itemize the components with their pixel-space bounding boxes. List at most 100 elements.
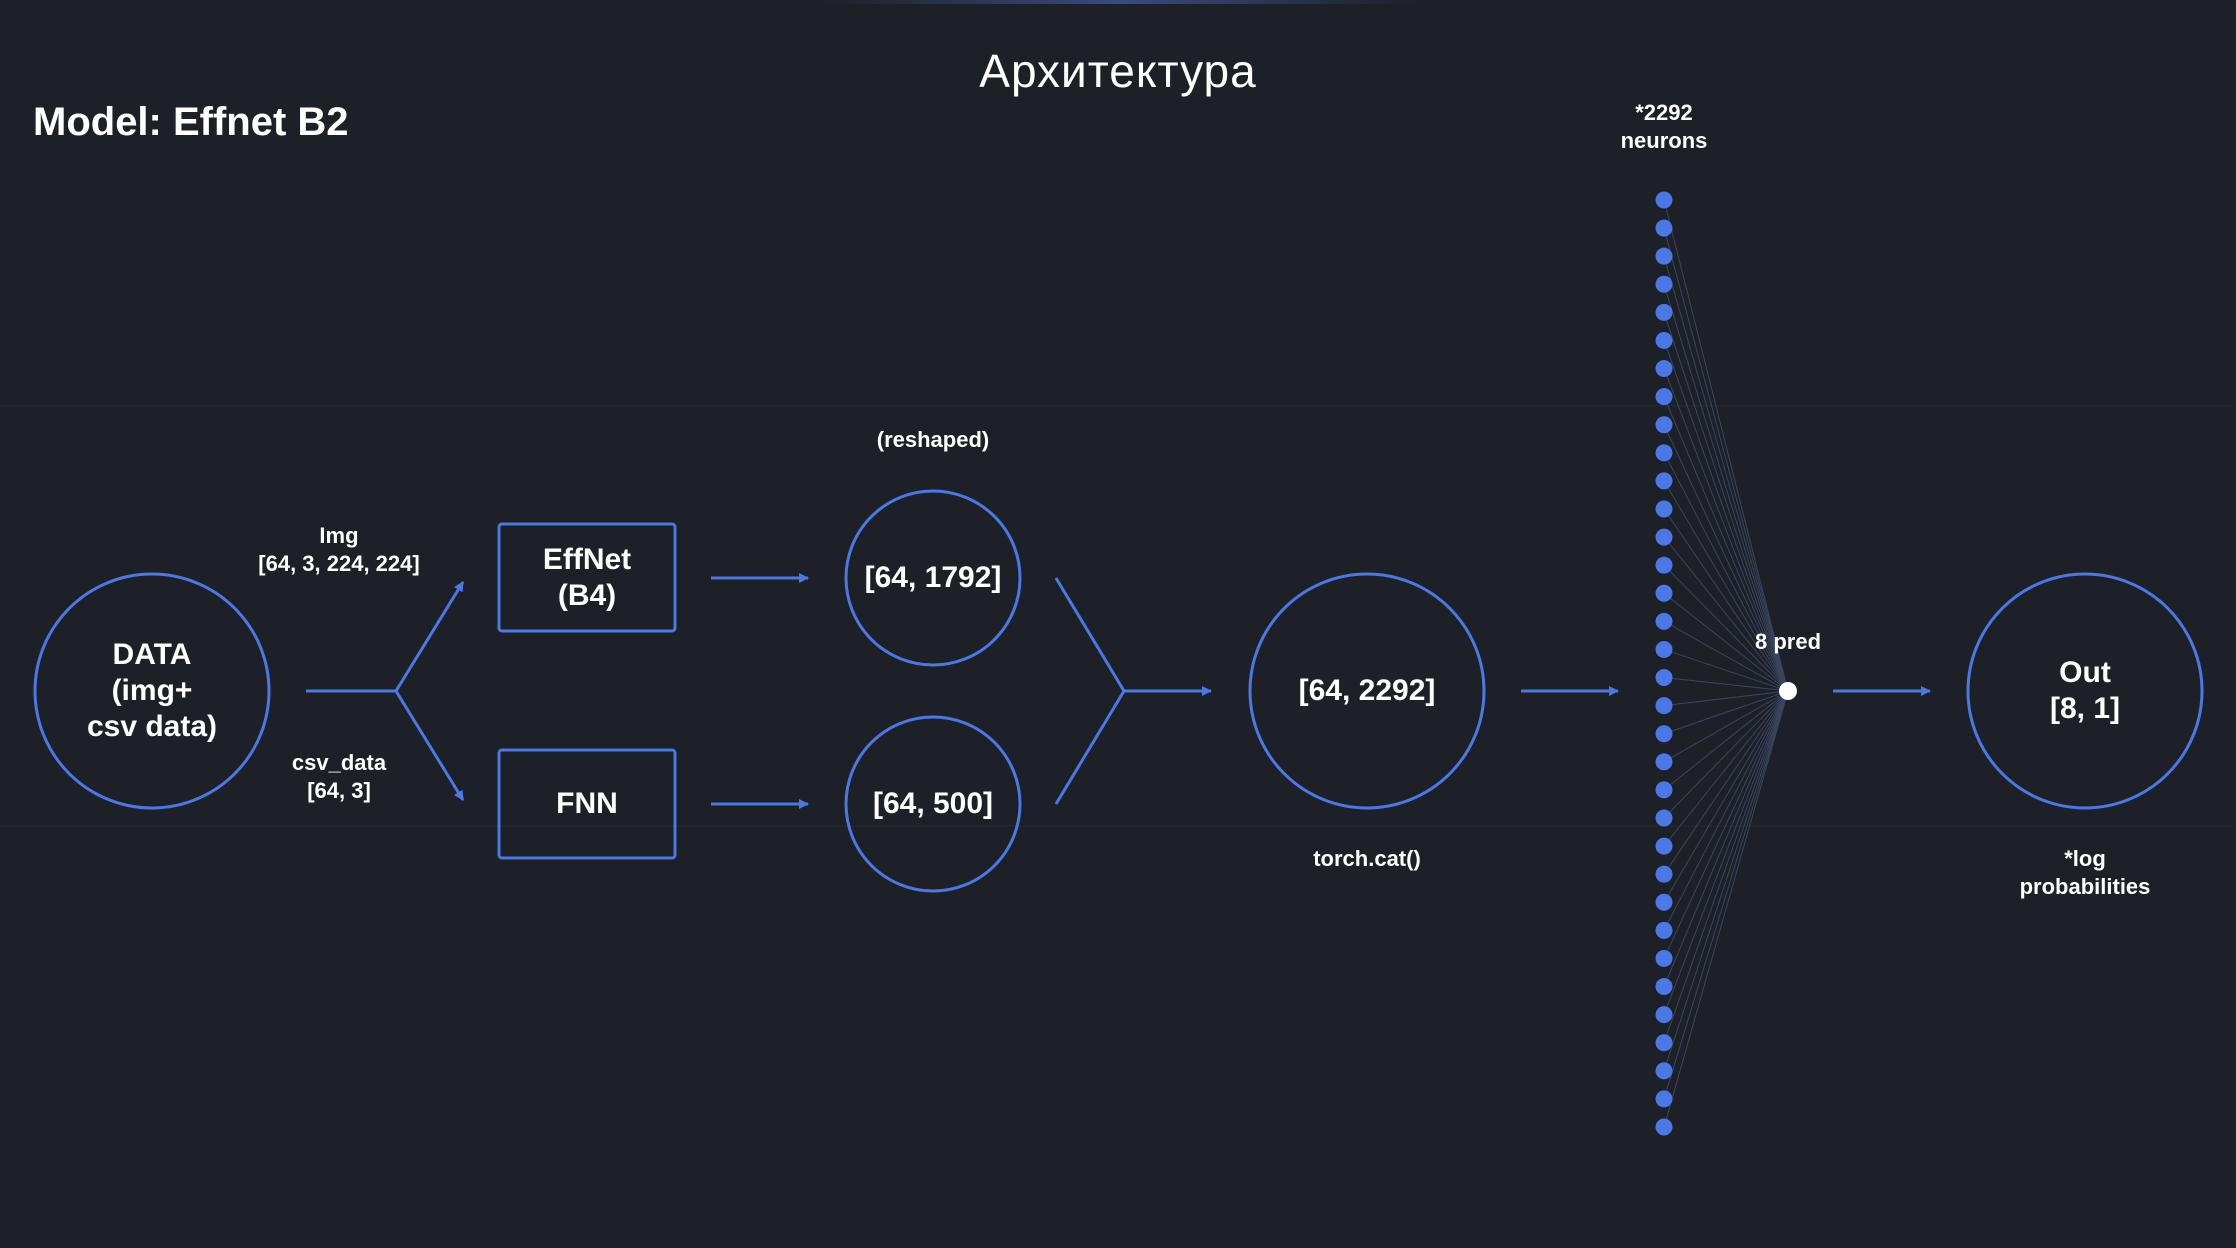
neuron-dot [1655,191,1673,209]
neuron-dot [1655,921,1673,939]
pred-annotation: 8 pred [1754,629,1822,654]
fan-edge [1663,312,1789,692]
neuron-dot [1655,528,1673,546]
out-node-label: Out [8, 1] [2049,656,2121,725]
fan-edge [1663,340,1789,692]
fan-edge [1663,690,1789,959]
neuron-dot [1655,809,1673,827]
merge-line-top [1054,577,1126,692]
csv-branch-arrow [394,690,465,801]
neuron-dot [1655,725,1673,743]
neuron-dot [1655,556,1673,574]
prediction-point [1779,682,1797,700]
fan-edge [1663,452,1789,692]
fan-edge [1663,199,1789,692]
fan-edge [1663,690,1789,987]
top-glow-decoration [820,0,1420,4]
fan-edge [1663,690,1789,1043]
neuron-dot [1655,978,1673,996]
csv-features-node [844,715,1022,893]
neuron-dot [1655,360,1673,378]
neuron-dot [1655,416,1673,434]
fan-edge [1663,690,1789,1128]
fan-edge [1663,227,1789,692]
neuron-dot [1655,893,1673,911]
effnet-label: EffNet (B4) [542,543,632,612]
img-features-label: [64, 1792] [864,561,1002,594]
neuron-dot [1655,949,1673,967]
neuron-dot [1655,247,1673,265]
fan-edge [1663,690,1789,931]
fan-edge [1663,690,1789,735]
merge-line-bottom [1054,690,1126,805]
neuron-dot [1655,1062,1673,1080]
fnn-box [497,748,677,860]
slide-title: Архитектура [979,45,1257,97]
fan-edge [1663,424,1789,692]
data-node [33,572,271,810]
concat-node [1248,572,1486,810]
neuron-dot [1655,640,1673,658]
fnn-label: FNN [556,787,618,820]
fan-edge [1663,396,1789,692]
fan-edge [1663,690,1789,791]
fan-edge [1663,536,1789,692]
model-title: Model: Effnet B2 [33,100,349,144]
fan-edge [1663,677,1789,692]
data-node-label: DATA (img+ csv data) [86,638,218,743]
log-prob-annotation: *log probabilities [2019,846,2151,899]
fully-connected-edges [1663,199,1789,1128]
neuron-dot [1655,1118,1673,1136]
neuron-dot [1655,837,1673,855]
neuron-dot [1655,331,1673,349]
neuron-dot [1655,781,1673,799]
fan-edge [1663,480,1789,692]
fan-edge [1663,690,1789,875]
out-node [1966,572,2204,810]
neuron-dot [1655,444,1673,462]
csv-features-label: [64, 500] [872,787,994,820]
neuron-dot [1655,472,1673,490]
fan-edge [1663,690,1789,1071]
effnet-box [497,522,677,633]
csv-edge-label: csv_data [64, 3] [291,750,387,803]
neuron-dot [1655,612,1673,630]
neuron-dot [1655,303,1673,321]
fan-edge [1663,690,1789,1100]
neuron-dot [1655,753,1673,771]
fan-edge [1663,564,1789,692]
neuron-dot [1655,219,1673,237]
neurons-annotation: *2292 neurons [1620,100,1708,153]
neuron-dot [1655,1034,1673,1052]
fan-edge [1663,690,1789,763]
neuron-dot [1655,1006,1673,1024]
neuron-dot [1655,669,1673,687]
fan-edge [1663,648,1789,692]
img-edge-label: Img [64, 3, 224, 224] [258,523,420,576]
fan-edge [1663,368,1789,692]
fan-edge [1663,284,1789,692]
fan-edge [1663,690,1789,847]
fan-edge [1663,690,1789,707]
img-features-node [844,489,1022,667]
fan-edge [1663,508,1789,692]
reshaped-annotation: (reshaped) [876,427,990,452]
neuron-dot [1655,697,1673,715]
neuron-dot [1655,275,1673,293]
fan-edge [1663,592,1789,692]
fan-edge [1663,690,1789,903]
torch-cat-annotation: torch.cat() [1313,846,1421,871]
background-grid [0,405,2236,827]
neuron-dot [1655,1090,1673,1108]
neuron-column [1655,191,1673,1136]
neuron-dot [1655,388,1673,406]
img-branch-arrow [394,581,465,692]
fan-edge [1663,256,1789,692]
fan-edge [1663,620,1789,692]
fan-edge [1663,690,1789,1015]
neuron-dot [1655,865,1673,883]
neuron-dot [1655,500,1673,518]
fan-edge [1663,690,1789,819]
